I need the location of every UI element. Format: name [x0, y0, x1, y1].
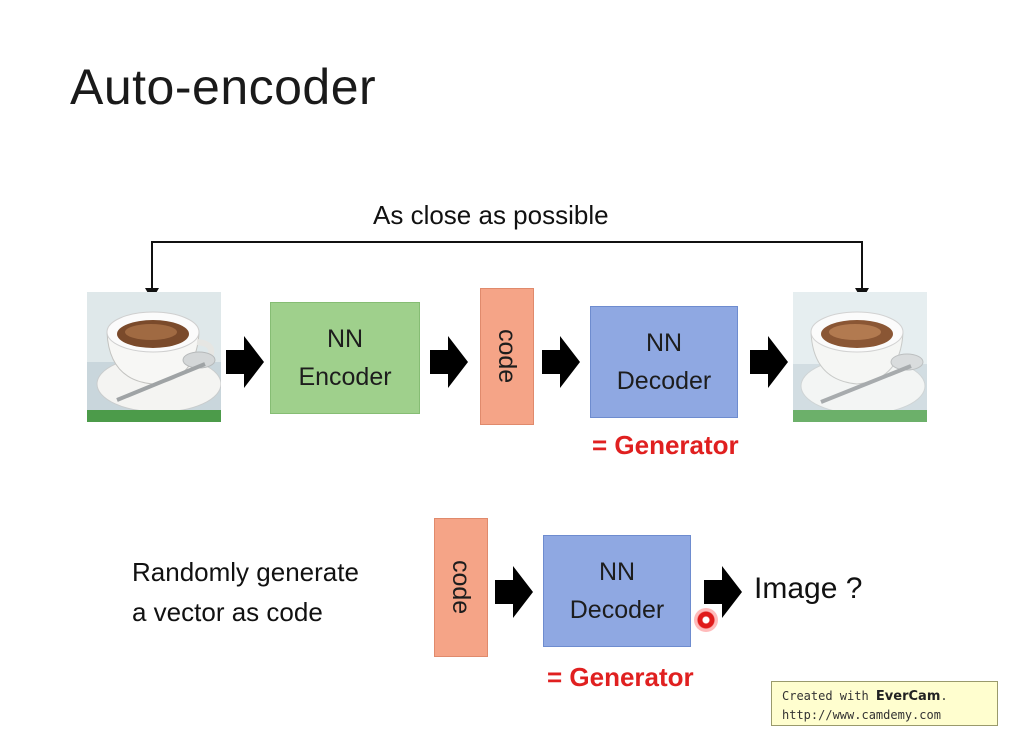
generator-label-2: = Generator [547, 662, 694, 692]
input-image [87, 292, 221, 422]
decoder-label-line2: Decoder [616, 367, 712, 395]
feedback-label: As close as possible [373, 200, 609, 230]
output-image-label: Image ? [754, 572, 863, 605]
nn-decoder-box: NN Decoder [590, 306, 738, 418]
random-text-line2: a vector as code [132, 597, 323, 627]
code-label: code [493, 329, 521, 384]
decoder2-label-line2: Decoder [569, 596, 665, 624]
evercam-watermark: Created with EverCam. http://www.camdemy… [771, 681, 998, 726]
arrow-right-icon [542, 336, 580, 388]
random-text-line1: Randomly generate [132, 557, 359, 587]
code-box-2: code [434, 518, 488, 657]
decoder-label-line1: NN [645, 329, 683, 357]
pointer-cursor-icon [694, 608, 718, 632]
slide-title: Auto-encoder [70, 59, 377, 115]
watermark-url[interactable]: http://www.camdemy.com [782, 708, 941, 722]
encoder-label-line2: Encoder [298, 363, 392, 391]
watermark-brand: EverCam [875, 689, 941, 704]
arrow-right-icon [430, 336, 468, 388]
nn-encoder-box: NN Encoder [270, 302, 420, 414]
arrow-right-icon [495, 566, 533, 618]
arrow-right-icon [226, 336, 264, 388]
arrow-right-icon [704, 566, 742, 618]
output-image [793, 292, 927, 422]
coffee-cup-icon [793, 292, 927, 422]
watermark-prefix: Created with [782, 689, 876, 703]
code-label-2: code [447, 560, 475, 615]
code-box: code [480, 288, 534, 425]
random-vector-text: Randomly generate a vector as code [132, 552, 359, 632]
coffee-cup-icon [87, 292, 221, 422]
encoder-label-line1: NN [326, 325, 364, 353]
decoder2-label-line1: NN [598, 558, 636, 586]
arrow-right-icon [750, 336, 788, 388]
watermark-suffix: . [940, 689, 948, 703]
nn-decoder-box-2: NN Decoder [543, 535, 691, 647]
generator-label: = Generator [592, 430, 739, 460]
